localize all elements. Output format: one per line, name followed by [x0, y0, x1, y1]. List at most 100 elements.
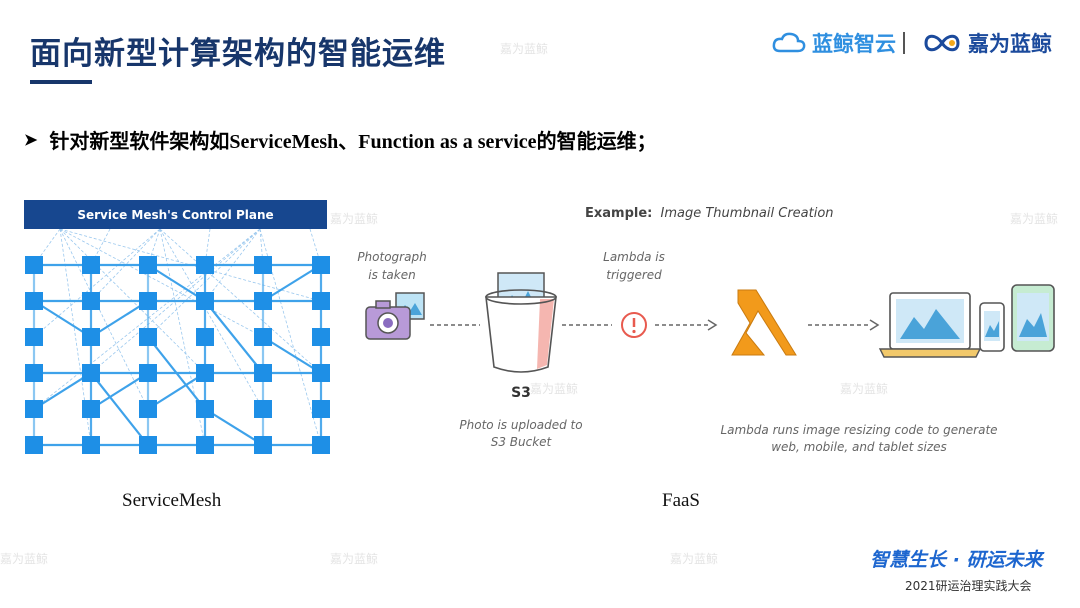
mesh-node — [312, 400, 330, 418]
bullet-text: 针对新型软件架构如ServiceMesh、Function as a servi… — [49, 131, 657, 153]
mesh-link — [204, 300, 264, 374]
mesh-link — [90, 372, 149, 446]
arrow-bullet-icon: ➤ — [24, 131, 38, 149]
faas-flow-diagram: Example: Image Thumbnail Creation Photog… — [357, 206, 1055, 454]
watermark: 嘉为蓝鲸 — [330, 212, 379, 226]
watermark: 嘉为蓝鲸 — [500, 42, 549, 56]
control-ray — [33, 229, 161, 338]
mesh-node — [196, 400, 214, 418]
mesh-link — [33, 300, 92, 338]
watermark: 嘉为蓝鲸 — [0, 552, 49, 566]
control-ray — [59, 229, 264, 338]
mesh-node — [82, 292, 100, 310]
logo-right-text: 嘉为蓝鲸 — [968, 32, 1052, 56]
resize-label-line-2: web, mobile, and tablet sizes — [771, 440, 947, 454]
mesh-link — [33, 372, 92, 410]
upload-label-line-2: S3 Bucket — [491, 435, 553, 449]
photo-label-line-2: is taken — [368, 268, 415, 282]
s3-bucket-icon — [485, 272, 557, 373]
mesh-node — [82, 400, 100, 418]
mesh-node — [82, 328, 100, 346]
trigger-label-line-2: triggered — [606, 268, 662, 282]
mesh-link — [147, 372, 206, 410]
camera-icon — [365, 292, 425, 340]
mesh-link — [262, 336, 322, 374]
mesh-control-plane-header: Service Mesh's Control Plane — [24, 200, 327, 229]
control-ray — [33, 229, 261, 410]
mesh-link — [147, 336, 206, 410]
service-mesh-diagram — [25, 229, 330, 454]
mesh-node — [254, 256, 272, 274]
control-ray — [90, 229, 111, 266]
mesh-node — [254, 436, 272, 454]
mesh-link — [90, 372, 149, 410]
cloud-logo-icon — [772, 32, 806, 53]
mesh-node — [82, 436, 100, 454]
mesh-node — [139, 400, 157, 418]
mesh-link — [204, 408, 264, 446]
trigger-label-line-1: Lambda is — [603, 250, 665, 264]
mesh-node — [196, 256, 214, 274]
mesh-links — [32, 263, 323, 447]
mesh-node — [139, 364, 157, 382]
watermark: 嘉为蓝鲸 — [840, 382, 889, 396]
control-ray — [59, 229, 149, 410]
logo-jiawei-lanjing: 嘉为蓝鲸 — [922, 28, 1052, 58]
watermark: 嘉为蓝鲸 — [530, 382, 579, 396]
mesh-node — [25, 436, 43, 454]
upload-label-line-1: Photo is uploaded to — [459, 418, 582, 432]
mesh-node — [196, 328, 214, 346]
mesh-node — [25, 328, 43, 346]
lambda-icon — [731, 289, 797, 356]
mesh-node — [25, 400, 43, 418]
mesh-node — [25, 256, 43, 274]
control-plane-rays — [33, 229, 322, 446]
control-ray — [159, 229, 322, 374]
mesh-node — [312, 256, 330, 274]
logo-divider — [903, 32, 905, 54]
mesh-link — [147, 264, 206, 302]
logo-left-text: 蓝鲸智云 — [812, 32, 896, 56]
mesh-nodes — [25, 256, 330, 454]
servicemesh-caption: ServiceMesh — [122, 490, 222, 511]
title-underline — [30, 80, 92, 84]
example-prefix: Example: — [585, 206, 652, 221]
example-title: Example: Image Thumbnail Creation — [585, 206, 834, 221]
infinity-logo-icon — [924, 34, 960, 52]
mesh-node — [139, 436, 157, 454]
watermark: 嘉为蓝鲸 — [1010, 212, 1059, 226]
mesh-link — [90, 300, 149, 338]
watermark: 嘉为蓝鲸 — [670, 552, 719, 566]
mesh-link — [262, 264, 322, 302]
footer-slogan: 智慧生长 · 研运未来 — [870, 549, 1043, 571]
mesh-node — [312, 328, 330, 346]
bullet-point: ➤ 针对新型软件架构如ServiceMesh、Function as a ser… — [24, 125, 657, 154]
mesh-node — [139, 328, 157, 346]
logo-lanjing-zhiyun: 蓝鲸智云 — [772, 28, 896, 58]
tablet-icon — [1011, 284, 1055, 352]
mesh-node — [139, 292, 157, 310]
resize-label-line-1: Lambda runs image resizing code to gener… — [720, 423, 997, 437]
mesh-node — [25, 364, 43, 382]
arrow-head-icon — [869, 319, 880, 331]
mesh-node — [196, 364, 214, 382]
s3-label: S3 — [511, 385, 531, 401]
page-title: 面向新型计算架构的智能运维 — [30, 36, 446, 72]
watermark: 嘉为蓝鲸 — [330, 552, 379, 566]
laptop-icon — [878, 292, 982, 358]
faas-caption: FaaS — [662, 490, 700, 511]
phone-icon — [979, 302, 1005, 352]
mesh-node — [254, 400, 272, 418]
footer-subslogan: 2021研运治理实践大会 — [905, 579, 1032, 593]
mesh-node — [254, 364, 272, 382]
mesh-node — [82, 256, 100, 274]
mesh-node — [254, 328, 272, 346]
mesh-node — [312, 436, 330, 454]
mesh-node — [25, 292, 43, 310]
photo-label-line-1: Photograph — [357, 250, 426, 264]
arrow-head-icon — [707, 319, 718, 331]
mesh-node — [312, 364, 330, 382]
mesh-node — [139, 256, 157, 274]
mesh-node — [312, 292, 330, 310]
control-ray — [90, 229, 161, 302]
